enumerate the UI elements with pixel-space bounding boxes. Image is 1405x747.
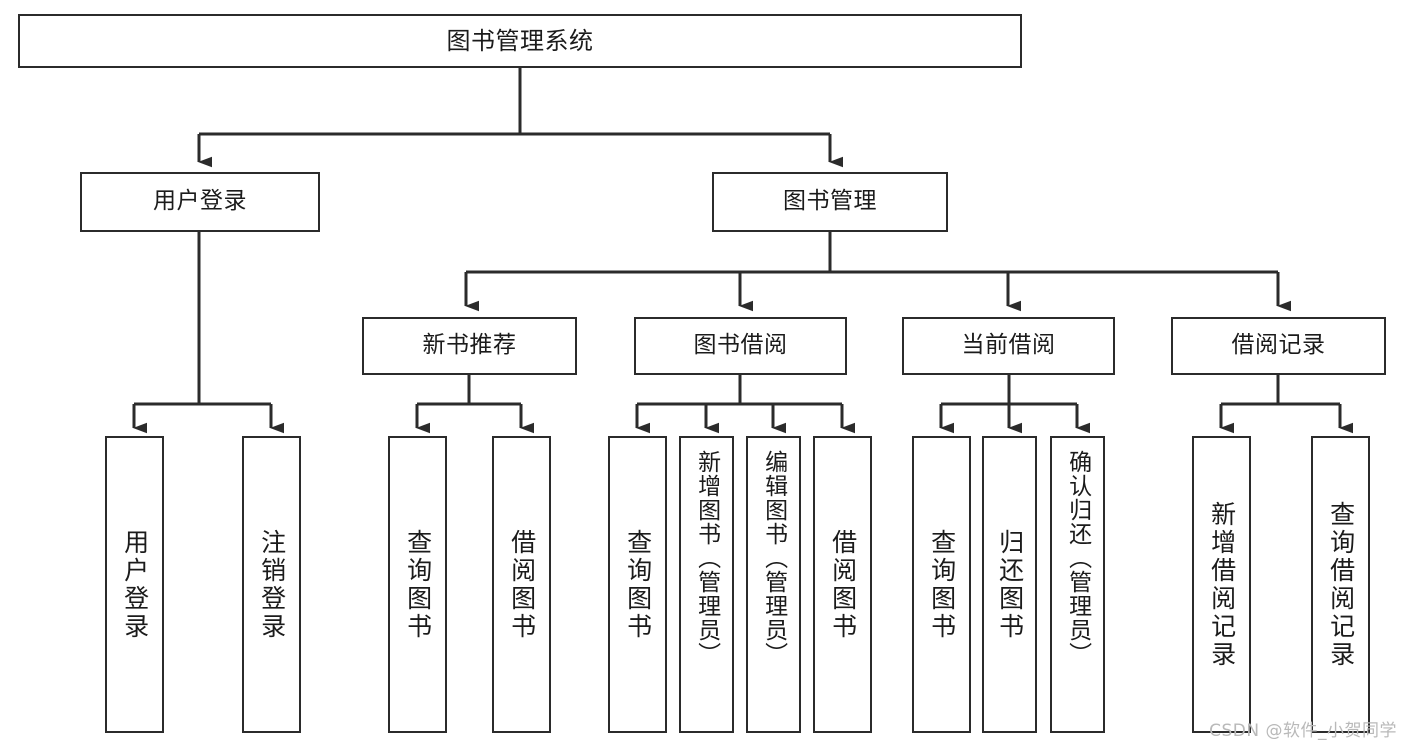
node-label: 查询图书 <box>403 528 433 641</box>
leaf-query-book-current[interactable]: 查询图书 <box>912 436 971 733</box>
node-user-login[interactable]: 用户登录 <box>80 172 320 232</box>
node-label: 新书推荐 <box>422 332 517 359</box>
leaf-confirm-return[interactable]: 确认归还（管理员） <box>1050 436 1105 733</box>
node-label: 借阅图书 <box>507 528 537 641</box>
node-label: 当前借阅 <box>961 332 1056 359</box>
node-label: 查询借阅记录 <box>1326 500 1356 669</box>
watermark: CSDN @软件_小贺同学 <box>1209 721 1397 741</box>
leaf-user-login[interactable]: 用户登录 <box>105 436 164 733</box>
node-label: 借阅图书 <box>828 528 858 641</box>
node-label: 用户登录 <box>153 188 247 215</box>
node-current-borrow[interactable]: 当前借阅 <box>902 317 1115 375</box>
leaf-borrow-book-new-book[interactable]: 借阅图书 <box>492 436 551 733</box>
node-label: 图书管理 <box>783 188 877 215</box>
node-label: 确认归还（管理员） <box>1064 450 1091 666</box>
node-label: 编辑图书（管理员） <box>760 450 787 666</box>
node-root-book-management-system[interactable]: 图书管理系统 <box>18 14 1022 68</box>
node-label: 查询图书 <box>623 528 653 641</box>
node-label: 借阅记录 <box>1231 332 1326 359</box>
node-label: 新增图书（管理员） <box>693 450 720 666</box>
node-label: 注销登录 <box>257 528 287 641</box>
leaf-logout-login[interactable]: 注销登录 <box>242 436 301 733</box>
node-book-borrow[interactable]: 图书借阅 <box>634 317 847 375</box>
node-label: 新增借阅记录 <box>1207 500 1237 669</box>
node-borrow-record[interactable]: 借阅记录 <box>1171 317 1386 375</box>
leaf-query-book-new-book[interactable]: 查询图书 <box>388 436 447 733</box>
leaf-query-book-borrow[interactable]: 查询图书 <box>608 436 667 733</box>
node-label: 查询图书 <box>927 528 957 641</box>
node-label: 图书借阅 <box>693 332 788 359</box>
node-label: 图书管理系统 <box>446 26 594 55</box>
leaf-add-borrow-record[interactable]: 新增借阅记录 <box>1192 436 1251 733</box>
leaf-edit-book[interactable]: 编辑图书（管理员） <box>746 436 801 733</box>
leaf-add-book[interactable]: 新增图书（管理员） <box>679 436 734 733</box>
node-new-book-recommend[interactable]: 新书推荐 <box>362 317 577 375</box>
leaf-query-borrow-record[interactable]: 查询借阅记录 <box>1311 436 1370 733</box>
leaf-borrow-book-borrow[interactable]: 借阅图书 <box>813 436 872 733</box>
node-book-management[interactable]: 图书管理 <box>712 172 948 232</box>
leaf-return-book[interactable]: 归还图书 <box>982 436 1037 733</box>
node-label: 归还图书 <box>995 528 1025 641</box>
node-label: 用户登录 <box>120 528 150 641</box>
